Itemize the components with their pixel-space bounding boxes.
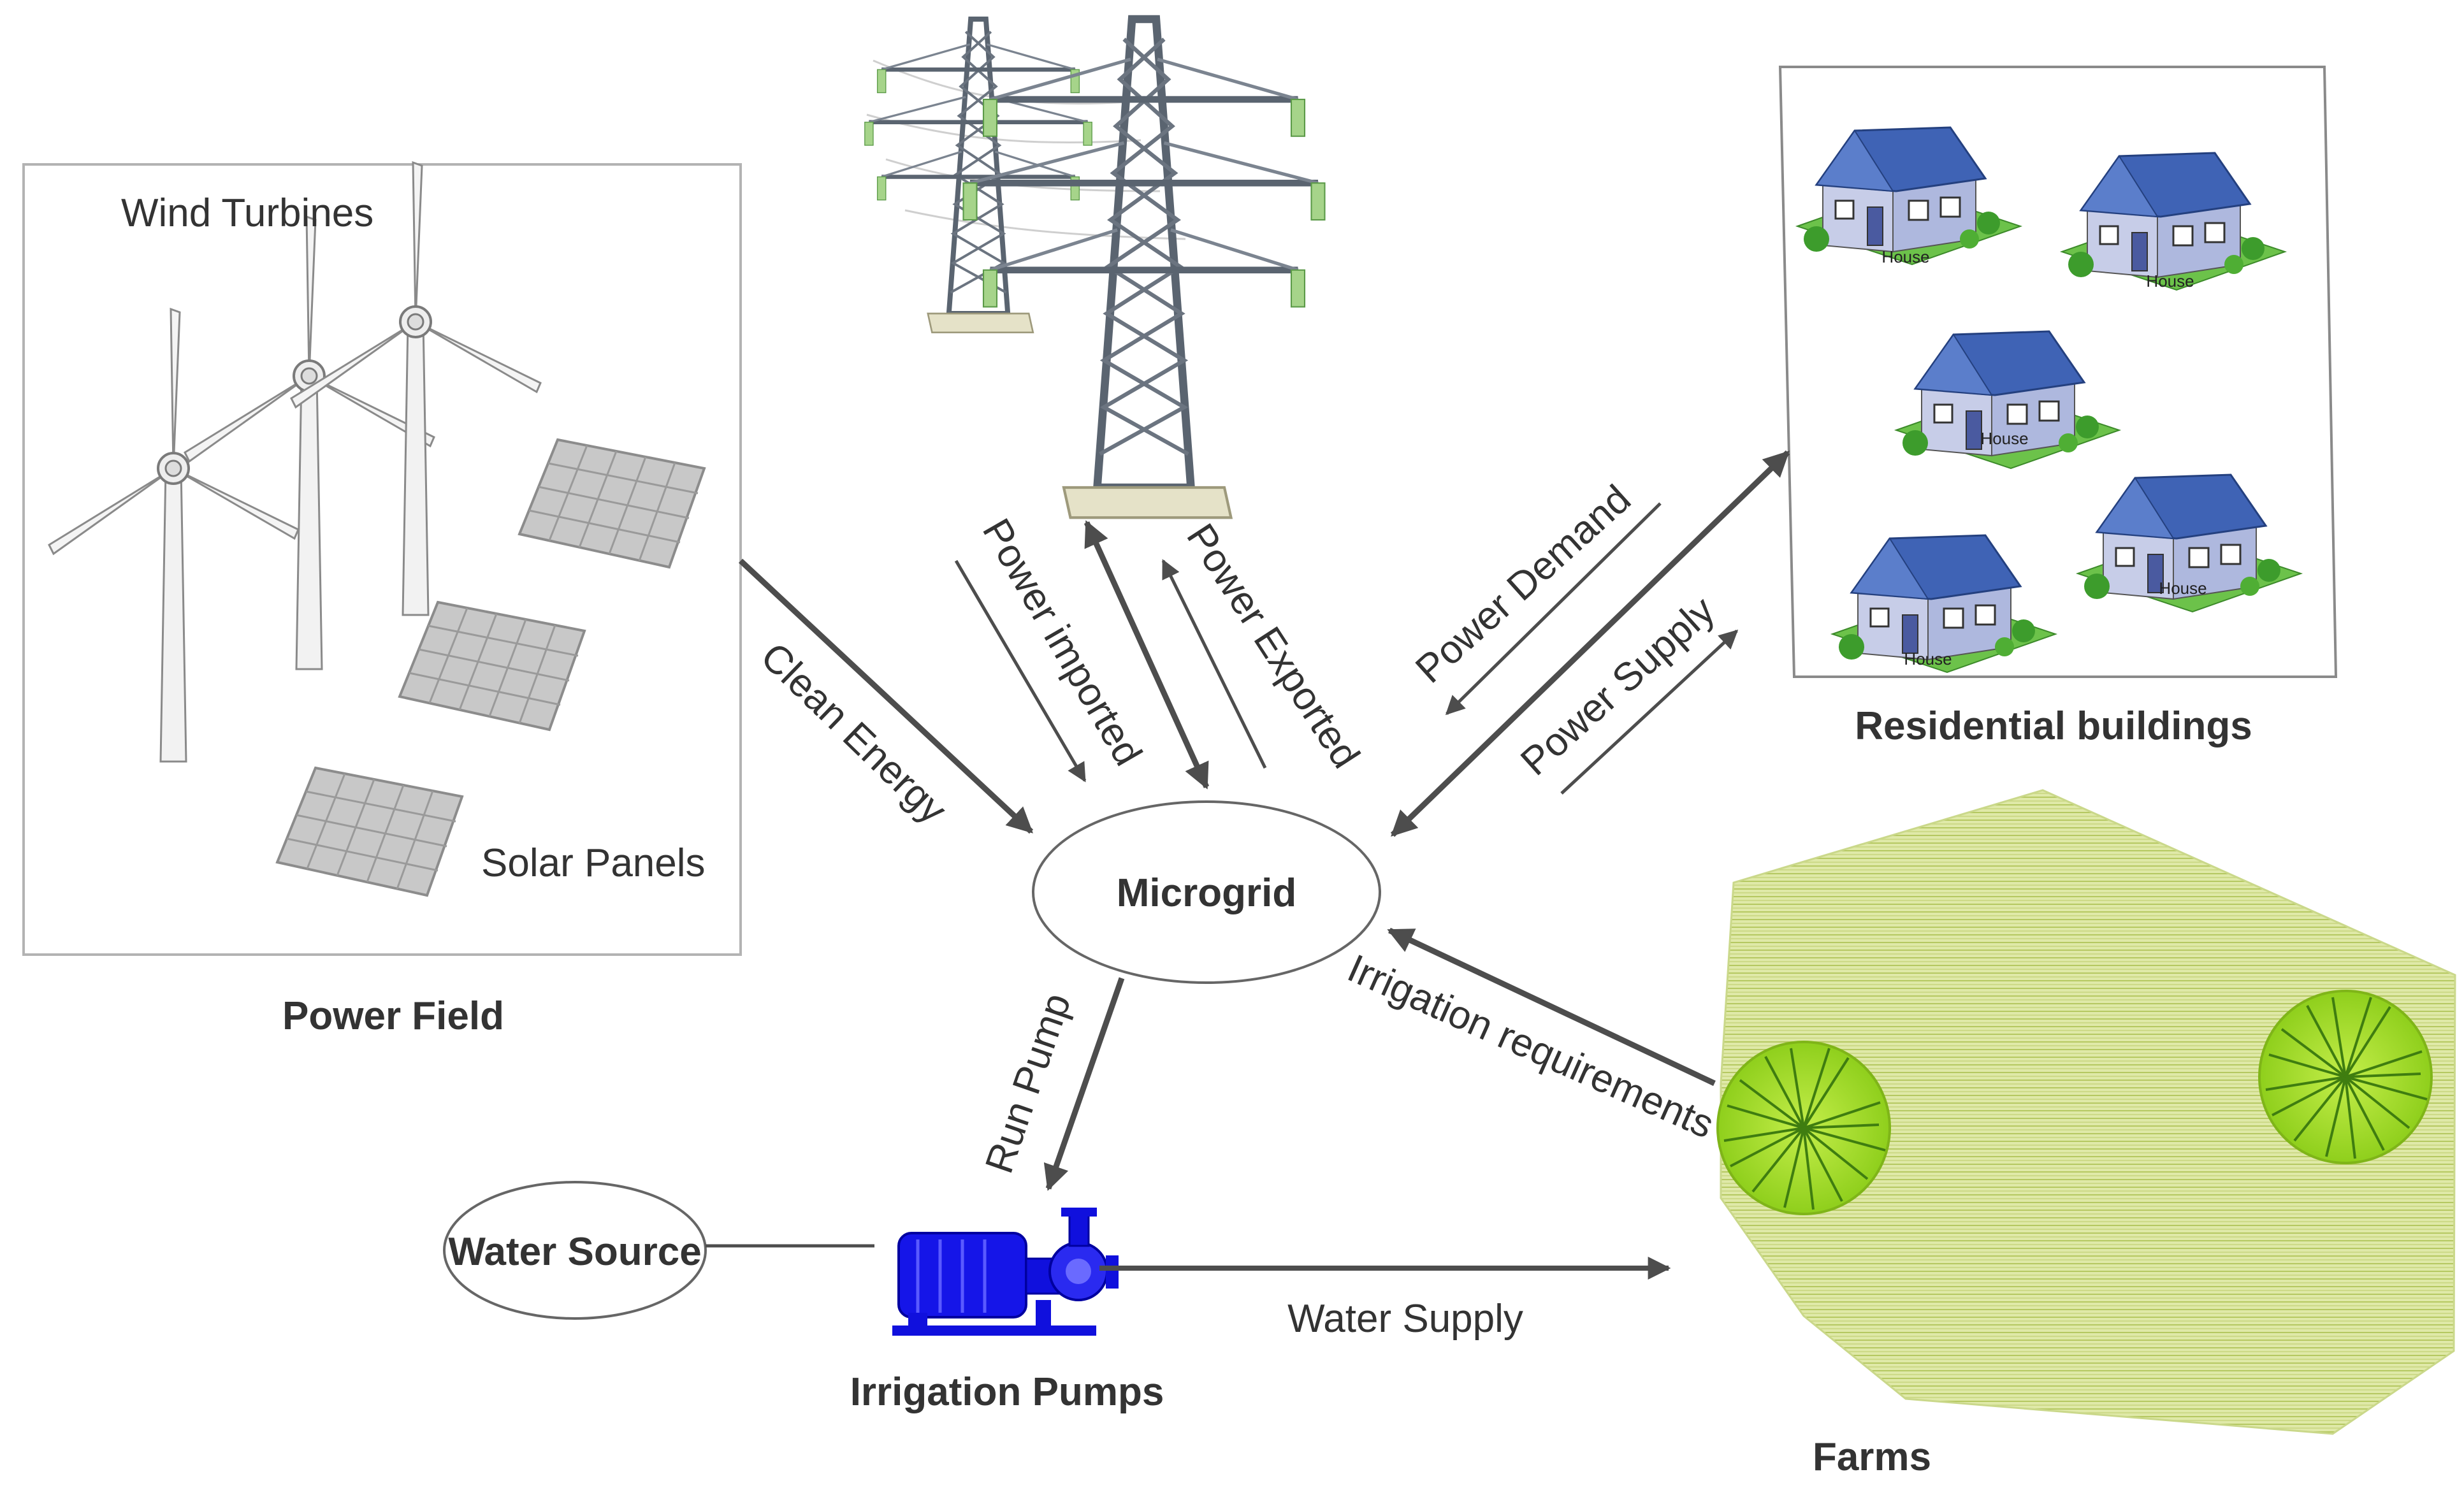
residential-buildings: House House House House House <box>1778 66 2338 678</box>
solar-panels-label: Solar Panels <box>481 841 706 885</box>
power-supply-arrow <box>1560 629 1739 795</box>
wind-turbines-label: Wind Turbines <box>121 191 373 235</box>
house-label: House <box>2159 579 2207 598</box>
residential-buildings-title: Residential buildings <box>1855 704 2252 748</box>
house-label: House <box>1904 649 1952 668</box>
water-source-label: Water Source <box>448 1230 701 1274</box>
house-label: House <box>2146 271 2194 291</box>
microgrid-label: Microgrid <box>1117 871 1296 915</box>
water-supply-label: Water Supply <box>1287 1297 1523 1341</box>
power-demand-arrow <box>1445 502 1662 716</box>
transmission-tower-icon <box>865 19 1325 517</box>
house-label: House <box>1980 429 2028 448</box>
power-exported-arrow <box>1161 559 1267 769</box>
power-imported-arrow <box>954 560 1087 783</box>
power-field-title: Power Field <box>282 994 504 1038</box>
irrigation-requirements-arrow <box>1387 927 1716 1087</box>
farms-title: Farms <box>1813 1435 1931 1479</box>
house-label: House <box>1881 247 1929 266</box>
residential-exchange-arrow <box>1390 450 1790 837</box>
water-source-node <box>443 1181 707 1320</box>
irrigation-pumps-title: Irrigation Pumps <box>850 1370 1164 1414</box>
irrigation-pump-icon <box>892 1208 1119 1336</box>
run-pump-arrow <box>1043 977 1125 1191</box>
power-field: Wind Turbines Solar Panels <box>22 161 742 956</box>
farm-field <box>1716 789 2456 1435</box>
power-imported-label: Power imported <box>974 512 1150 774</box>
grid-exchange-arrow <box>1083 520 1210 790</box>
clean-energy-arrow <box>738 558 1034 834</box>
irrigation-requirements-label: Irrigation requirements <box>1341 946 1720 1147</box>
connectors <box>706 450 1790 1280</box>
power-demand-label: Power Demand <box>1407 477 1639 691</box>
tree-icon <box>1716 1041 1891 1215</box>
microgrid-node <box>1032 800 1381 984</box>
tree-icon <box>2258 990 2433 1164</box>
